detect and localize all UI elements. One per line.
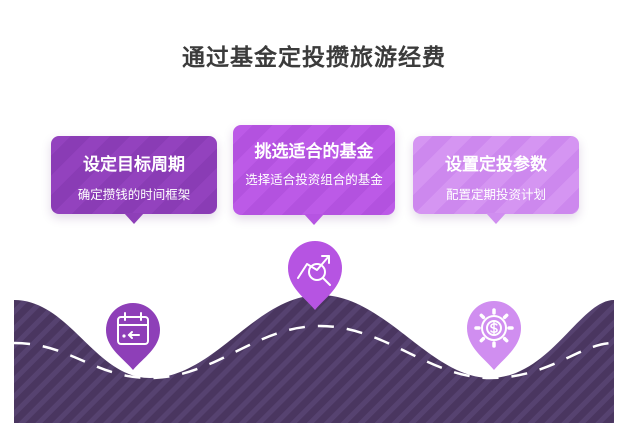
page-title: 通过基金定投攒旅游经费 (182, 45, 446, 71)
location-pin-step-3 (467, 301, 521, 370)
step-card-description: 选择适合投资组合的基金 (245, 172, 383, 187)
winding-road (14, 295, 614, 423)
trend-analysis-icon (297, 255, 331, 286)
step-card-title: 设定目标周期 (83, 155, 185, 175)
step-card-title: 挑选适合的基金 (254, 142, 374, 162)
step-card-description: 配置定期投资计划 (445, 187, 546, 202)
step-card-title: 设置定投参数 (445, 155, 547, 175)
step-card-set-target-period: 设定目标周期 确定攒钱的时间框架 (51, 136, 217, 224)
calendar-icon (117, 312, 149, 345)
step-card-description: 确定攒钱的时间框架 (77, 187, 191, 202)
location-pin-step-1 (106, 303, 160, 370)
dollar-gear-icon (474, 308, 514, 348)
step-card-pick-fund: 挑选适合的基金 选择适合投资组合的基金 (233, 125, 395, 225)
road-center-line (13, 324, 615, 380)
location-pin-step-2 (288, 241, 342, 310)
step-card-set-parameters: 设置定投参数 配置定期投资计划 (413, 136, 579, 224)
